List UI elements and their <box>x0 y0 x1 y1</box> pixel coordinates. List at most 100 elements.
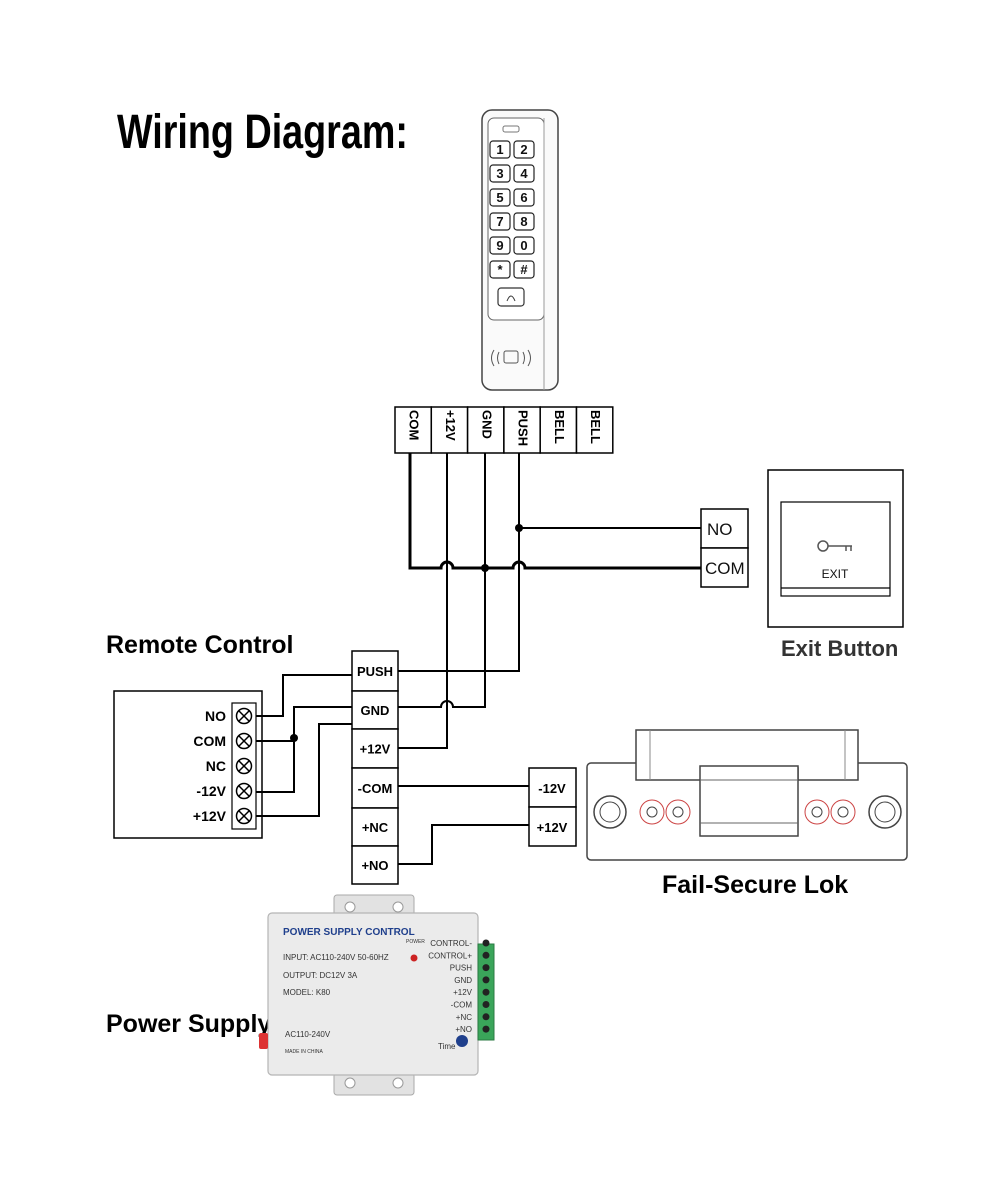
controller-terminal-label: PUSH <box>357 664 393 679</box>
exit-terminal-no: NO <box>707 520 733 539</box>
wires <box>256 453 701 865</box>
key-9[interactable]: 9 <box>489 236 511 255</box>
key-label: 0 <box>520 238 527 253</box>
screw-terminal-icon <box>235 807 253 825</box>
key-label: 1 <box>496 142 503 157</box>
controller-terminal-label: +12V <box>360 742 391 757</box>
psu-screw-icon <box>482 939 490 947</box>
key-label: 4 <box>520 166 528 181</box>
key-5[interactable]: 5 <box>489 188 511 207</box>
key-8[interactable]: 8 <box>513 212 535 231</box>
screw-terminal-icon <box>235 757 253 775</box>
lock-terminal-block: -12V +12V <box>528 767 577 847</box>
remote-terminal-label: -12V <box>196 783 226 799</box>
psu-output: OUTPUT: DC12V 3A <box>283 971 358 980</box>
lock-terminal-neg12v: -12V <box>538 781 566 796</box>
keypad-terminal-label: GND <box>479 410 494 439</box>
key-2[interactable]: 2 <box>513 140 535 159</box>
keypad-terminal-label: BELL <box>552 410 567 444</box>
keypad-terminal-label: COM <box>407 410 422 440</box>
keypad-terminal-label: PUSH <box>516 410 531 446</box>
psu-screw-icon <box>482 964 490 972</box>
key-label: 6 <box>520 190 527 205</box>
key-label: 8 <box>520 214 527 229</box>
keypad-terminal-label: BELL <box>588 410 603 444</box>
exit-button-device: EXIT <box>767 469 904 628</box>
psu-terminal-label: CONTROL- <box>430 939 472 948</box>
key-3[interactable]: 3 <box>489 164 511 183</box>
key-label: 3 <box>496 166 503 181</box>
psu-terminal-label: GND <box>454 976 472 985</box>
psu-made-in: MADE IN CHINA <box>285 1049 323 1055</box>
controller-terminal-label: GND <box>361 703 390 718</box>
keypad-terminal <box>503 406 541 454</box>
psu-power-label: POWER <box>406 939 425 945</box>
exit-face-text: EXIT <box>822 567 849 581</box>
psu-terminal-label: +NC <box>456 1013 472 1022</box>
screw-terminal-icon <box>235 732 253 750</box>
remote-terminal-label: NC <box>206 758 226 774</box>
time-knob-icon <box>456 1035 468 1047</box>
psu-terminal-label: +12V <box>453 988 473 997</box>
power-supply-label: Power Supply <box>106 1010 271 1038</box>
controller-terminal-label: +NC <box>362 820 389 835</box>
key-label: 2 <box>520 142 527 157</box>
power-supply-device: POWER SUPPLY CONTROL POWER INPUT: AC110-… <box>259 894 495 1096</box>
remote-terminal-label: COM <box>193 733 226 749</box>
keypad-terminal <box>539 406 578 454</box>
controller-terminal <box>351 728 399 769</box>
key-7[interactable]: 7 <box>489 212 511 231</box>
key-icon <box>817 540 852 552</box>
remote-terminal-label: +12V <box>193 808 227 824</box>
controller-terminal <box>351 807 399 847</box>
keypad-terminal <box>466 406 505 454</box>
controller-terminal-label: -COM <box>358 781 393 796</box>
key-label: 5 <box>496 190 503 205</box>
keypad-terminal <box>575 406 614 454</box>
exit-terminal-com: COM <box>705 559 745 578</box>
junction-dot <box>481 564 489 572</box>
controller-terminal <box>351 690 399 730</box>
psu-heading: POWER SUPPLY CONTROL <box>283 927 415 938</box>
key-0[interactable]: 0 <box>513 236 535 255</box>
psu-screw-icon <box>482 976 490 984</box>
keypad-terminal <box>394 406 433 454</box>
psu-terminal-label: CONTROL+ <box>428 951 472 960</box>
screw-terminal-icon <box>235 782 253 800</box>
fingerprint-button[interactable] <box>497 287 525 307</box>
diagram-title: Wiring Diagram: <box>117 106 408 160</box>
psu-input: INPUT: AC110-240V 50-60HZ <box>283 953 389 962</box>
psu-ac: AC110-240V <box>285 1030 331 1039</box>
fail-secure-lock-label: Fail-Secure Lok <box>662 871 848 899</box>
key-1[interactable]: 1 <box>489 140 511 159</box>
key-4[interactable]: 4 <box>513 164 535 183</box>
controller-terminal <box>351 767 399 809</box>
key-label: 9 <box>496 238 503 253</box>
psu-terminal-label: -COM <box>451 1001 473 1010</box>
key-6[interactable]: 6 <box>513 188 535 207</box>
psu-screw-icon <box>482 988 490 996</box>
remote-control-label: Remote Control <box>106 631 294 659</box>
screw-terminal-icon <box>235 707 253 725</box>
psu-screw-icon <box>482 1001 490 1008</box>
psu-time: Time <box>438 1042 456 1051</box>
key-star[interactable]: * <box>489 260 511 279</box>
power-led <box>410 954 418 962</box>
junction-dot <box>515 524 523 532</box>
rfid-icon <box>491 349 531 367</box>
psu-screw-icon <box>482 951 490 959</box>
exit-button-label: Exit Button <box>781 636 898 661</box>
keypad-terminal-label: +12V <box>443 410 458 441</box>
psu-terminal-label: +NO <box>455 1025 472 1034</box>
key-label: # <box>520 262 528 277</box>
key-label: * <box>497 262 503 277</box>
remote-terminal-label: NO <box>205 708 226 724</box>
key-hash[interactable]: # <box>513 260 535 279</box>
lock-terminal-pos12v: +12V <box>537 820 568 835</box>
fail-secure-lock-device <box>586 729 908 861</box>
psu-model: MODEL: K80 <box>283 988 331 997</box>
psu-screw-icon <box>482 1025 490 1033</box>
